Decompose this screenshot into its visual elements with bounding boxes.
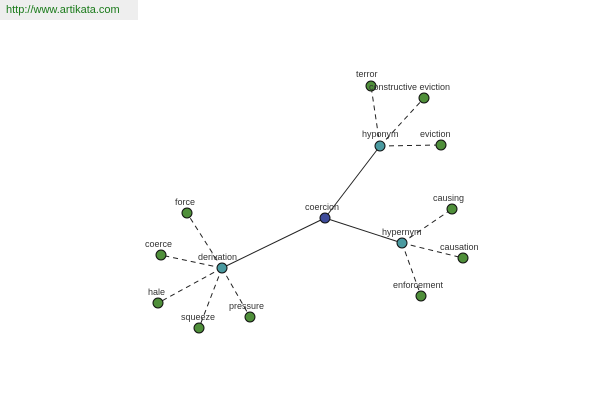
label-hypernym: hypernym xyxy=(382,227,422,237)
label-hyponym: hyponym xyxy=(362,129,399,139)
label-terror: terror xyxy=(356,69,378,79)
node-eviction[interactable] xyxy=(435,139,447,151)
edge-derivation-force xyxy=(186,212,223,269)
node-hale[interactable] xyxy=(152,297,164,309)
watermark-url[interactable]: http://www.artikata.com xyxy=(0,0,138,20)
label-causation: causation xyxy=(440,242,479,252)
edge-derivation-hale xyxy=(157,267,223,304)
label-squeeze: squeeze xyxy=(181,312,215,322)
label-eviction: eviction xyxy=(420,129,451,139)
node-hypernym[interactable] xyxy=(396,237,408,249)
node-force[interactable] xyxy=(181,207,193,219)
node-pressure[interactable] xyxy=(244,311,256,323)
node-derivation[interactable] xyxy=(216,262,228,274)
edge-coercion-hyponym xyxy=(324,145,381,219)
node-constructive-eviction[interactable] xyxy=(418,92,430,104)
edge-derivation-squeeze xyxy=(198,267,223,329)
edge-hypernym-enforcement xyxy=(401,242,422,297)
node-enforcement[interactable] xyxy=(415,290,427,302)
node-causation[interactable] xyxy=(457,252,469,264)
edge-hyponym-constructive-eviction xyxy=(379,97,425,147)
label-causing: causing xyxy=(433,193,464,203)
node-coercion[interactable] xyxy=(319,212,331,224)
node-squeeze[interactable] xyxy=(193,322,205,334)
edge-hypernym-causation xyxy=(401,242,464,259)
edge-hyponym-eviction xyxy=(379,144,442,147)
node-causing[interactable] xyxy=(446,203,458,215)
edge-coercion-hypernym xyxy=(324,217,403,244)
node-coerce[interactable] xyxy=(155,249,167,261)
node-hyponym[interactable] xyxy=(374,140,386,152)
label-constructive-eviction: constructive eviction xyxy=(369,82,450,92)
label-pressure: pressure xyxy=(229,301,264,311)
edge-derivation-coerce xyxy=(160,254,223,269)
label-hale: hale xyxy=(148,287,165,297)
edge-coercion-derivation xyxy=(221,217,326,269)
edge-hyponym-terror xyxy=(370,85,381,147)
edge-derivation-pressure xyxy=(221,267,251,318)
label-derivation: derivation xyxy=(198,252,237,262)
edge-hypernym-causing xyxy=(401,208,453,244)
label-coerce: coerce xyxy=(145,239,172,249)
label-enforcement: enforcement xyxy=(393,280,444,290)
label-coercion: coercion xyxy=(305,202,339,212)
node-terror[interactable] xyxy=(365,80,377,92)
label-force: force xyxy=(175,197,195,207)
